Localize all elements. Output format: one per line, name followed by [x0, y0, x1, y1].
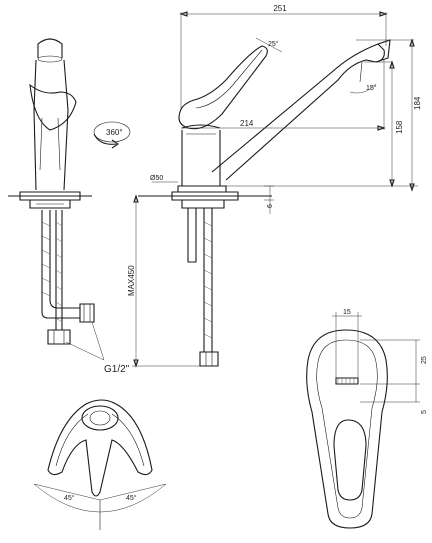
- dim-total-length: 251: [273, 4, 287, 13]
- plan-view: 15 25 5: [306, 309, 428, 529]
- dim-swing-right: 45°: [126, 494, 137, 502]
- front-view: 251 25° 15° 214 158 184 Ø50: [127, 4, 422, 368]
- dim-handle-width: 15: [343, 309, 351, 316]
- top-view-swing: 45° 45°: [33, 399, 167, 530]
- dim-spout-reach: 214: [240, 119, 254, 128]
- dim-handle-offset: 5: [421, 410, 428, 414]
- side-view: G1/2": [8, 38, 130, 375]
- dim-handle-depth: 25: [421, 356, 428, 364]
- dim-height-total: 184: [413, 96, 422, 110]
- dim-spout-angle: 15°: [366, 84, 377, 92]
- dim-swing-left: 45°: [64, 494, 75, 502]
- connection-label: G1/2": [104, 364, 130, 375]
- rotation-indicator: 360°: [93, 121, 131, 149]
- dim-lever-angle: 25°: [268, 40, 279, 48]
- dim-hose-length: MAX450: [127, 265, 136, 296]
- rotation-label: 360°: [106, 128, 123, 137]
- dim-base-thickness: 6: [267, 204, 274, 208]
- dim-height-spout: 158: [395, 120, 404, 134]
- dim-base-diameter: Ø50: [150, 175, 163, 182]
